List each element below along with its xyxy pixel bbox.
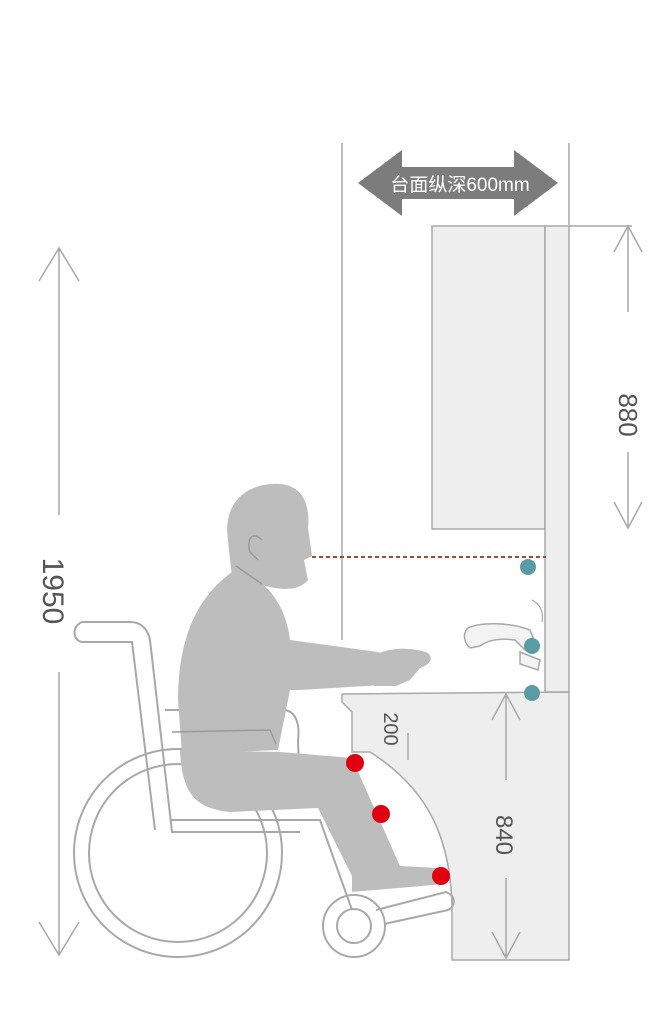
person-belt <box>171 729 277 745</box>
marker-teal-counter <box>524 685 540 701</box>
marker-red-knee <box>346 754 364 772</box>
upper-cabinet <box>431 225 546 530</box>
total-height-label: 1950 <box>36 558 69 625</box>
wheelchair-frame <box>170 819 353 911</box>
person-hand <box>372 648 431 686</box>
depth-arrow: 台面纵深600mm <box>358 150 558 216</box>
person-collar <box>235 565 263 585</box>
person-leg <box>180 750 444 892</box>
marker-teal-mirror <box>520 559 536 575</box>
marker-red-toe <box>432 867 450 885</box>
person-silhouette <box>178 483 444 892</box>
wheelchair-caster-inner <box>336 908 372 944</box>
counter-cabinet <box>341 691 570 961</box>
marker-teal-faucet <box>524 638 540 654</box>
wheelchair-rear-wheel-inner <box>88 763 268 943</box>
knee-clearance-label: 200 <box>379 712 401 745</box>
wheelchair-push-handle <box>82 621 300 833</box>
marker-red-shin <box>372 805 390 823</box>
upper-cabinet-label: 880 <box>613 393 643 436</box>
wheelchair-caster-outer <box>322 894 386 958</box>
wheelchair-footrest <box>375 890 455 925</box>
dimension-counter-height <box>491 692 521 960</box>
depth-label: 台面纵深600mm <box>390 174 529 196</box>
person-head <box>227 483 312 600</box>
dimension-upper-cabinet <box>569 224 643 530</box>
wall-panel <box>544 225 570 693</box>
dimension-total-height <box>38 246 80 957</box>
person-torso <box>178 572 410 754</box>
person-ear <box>248 535 263 561</box>
wheelchair-rear-wheel-outer <box>73 748 283 958</box>
faucet <box>463 599 544 671</box>
counter-height-label: 840 <box>490 815 517 855</box>
